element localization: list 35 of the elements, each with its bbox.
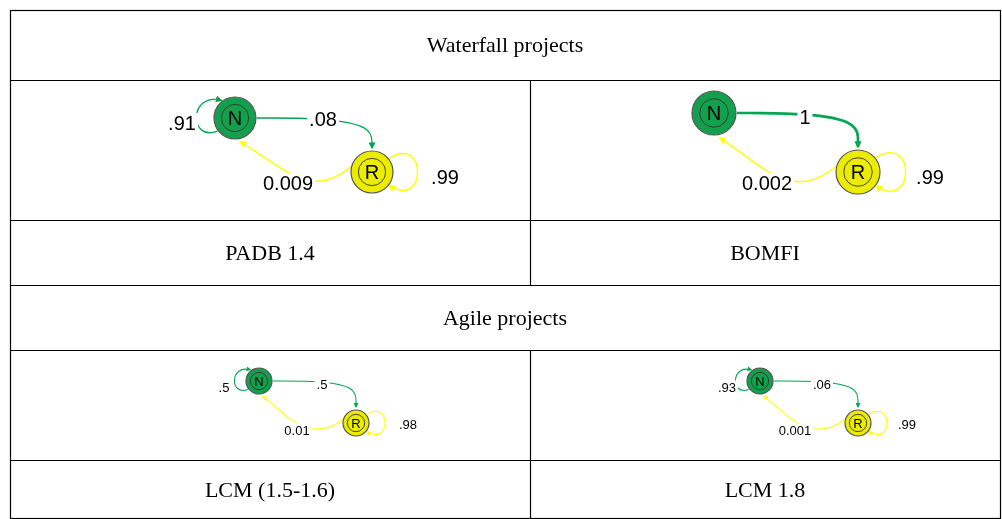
self-loop-arrow <box>734 366 753 391</box>
section-heading: Agile projects <box>443 304 567 331</box>
transition-arrow <box>773 380 861 408</box>
probability-label: 0.009 <box>260 173 316 193</box>
probability-label: 0.001 <box>776 423 814 437</box>
probability-label: 1 <box>797 107 813 127</box>
probability-label: .5 <box>216 380 232 394</box>
model-name: PADB 1.4 <box>225 239 315 266</box>
state-circle: R <box>342 409 370 437</box>
self-loop-arrow <box>387 153 419 192</box>
probability-label: .5 <box>314 377 330 391</box>
model-name: BOMFI <box>730 239 800 266</box>
probability-label: .06 <box>810 377 834 391</box>
state-circle: R <box>844 409 872 437</box>
probability-label: 0.01 <box>282 423 312 437</box>
state-circle: N <box>213 96 257 140</box>
self-loop-arrow <box>874 152 907 193</box>
section-heading: Waterfall projects <box>426 32 584 58</box>
self-loop-arrow <box>868 410 888 436</box>
probability-label: .99 <box>429 167 461 187</box>
model-name: LCM (1.5-1.6) <box>204 476 336 503</box>
probability-label: 0.002 <box>739 173 795 193</box>
state-circle: N <box>746 367 774 395</box>
transition-arrow <box>272 380 359 408</box>
self-loop-arrow <box>366 410 386 436</box>
probability-label: .91 <box>166 113 198 133</box>
state-circle: N <box>245 367 273 395</box>
self-loop-arrow <box>233 366 252 391</box>
state-circle: N <box>691 90 737 136</box>
state-circle: R <box>350 150 394 194</box>
probability-label: .99 <box>914 167 946 187</box>
state-circle: R <box>835 149 881 195</box>
probability-label: .08 <box>307 109 339 129</box>
model-name: LCM 1.8 <box>724 476 806 503</box>
transition-arrow <box>737 111 862 149</box>
